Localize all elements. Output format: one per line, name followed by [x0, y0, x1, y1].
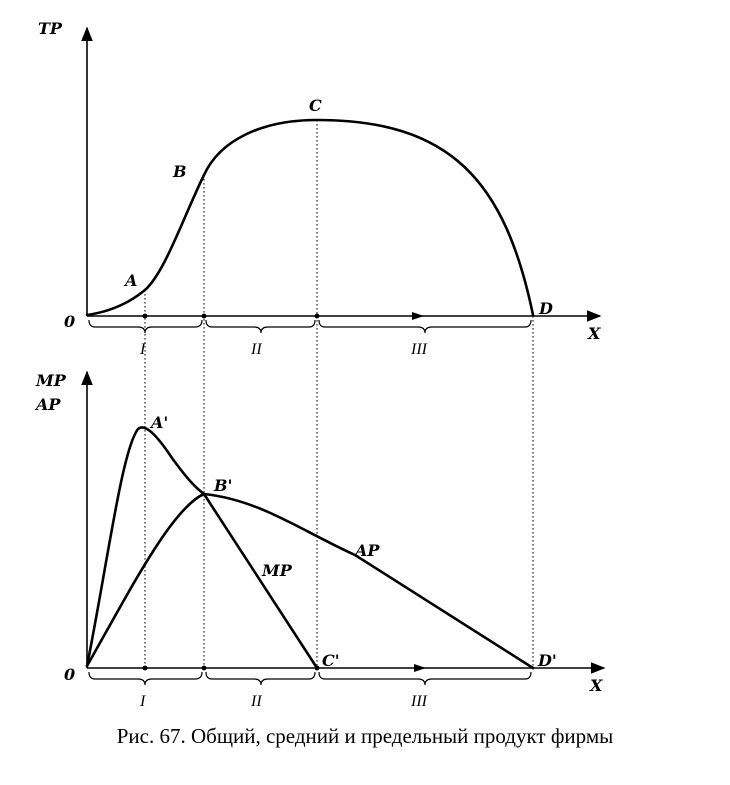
tp-tick-a — [142, 313, 148, 319]
mp-point-c-label: C' — [322, 651, 340, 670]
tp-point-c-label: C — [309, 96, 322, 115]
tp-brace-stage-3 — [318, 319, 532, 334]
tp-stage-label-2: II — [250, 341, 262, 358]
tp-tick-c — [314, 313, 320, 319]
mp-ap-panel: MP AP 0 X I II III A' B' C' D' MP AP — [34, 370, 606, 710]
mp-ap-tick-a — [142, 665, 148, 671]
ap-curve-label: AP — [353, 541, 380, 560]
mp-ap-tick-c — [314, 665, 320, 671]
mp-curve-label: MP — [261, 561, 293, 580]
tp-origin-label: 0 — [64, 312, 75, 331]
tp-point-a-label: A — [123, 271, 137, 290]
mp-ap-stage-label-3: III — [410, 693, 428, 710]
ap-point-d-label: D' — [537, 651, 557, 670]
mp-ap-y-axis-label-mp: MP — [35, 371, 67, 390]
mp-ap-y-axis-label-ap: AP — [34, 395, 61, 414]
ap-point-b-label: B' — [213, 476, 232, 495]
mp-ap-stage-label-1: I — [139, 693, 146, 710]
tp-direction-arrow — [412, 312, 424, 320]
ap-curve — [85, 492, 535, 670]
mp-ap-direction-arrow — [414, 664, 426, 672]
mp-ap-brace-stage-2 — [205, 671, 316, 686]
tp-curve — [85, 118, 535, 317]
tp-y-axis-label: TP — [38, 19, 63, 38]
mp-ap-brace-stage-3 — [318, 671, 532, 686]
mp-ap-tick-b — [201, 665, 207, 671]
mp-ap-x-axis-label: X — [589, 676, 603, 695]
tp-stage-label-1: I — [139, 341, 146, 358]
mp-point-a-label: A' — [149, 413, 168, 432]
tp-stage-label-3: III — [410, 341, 428, 358]
tp-x-axis-label: X — [587, 324, 601, 343]
mp-ap-stage-label-2: II — [250, 693, 262, 710]
tp-brace-stage-2 — [205, 319, 316, 334]
tp-point-b-label: B — [172, 162, 187, 181]
tp-panel: TP 0 X I II III A B C D — [38, 19, 602, 670]
mp-ap-brace-stage-1 — [88, 671, 203, 686]
tp-brace-stage-1 — [88, 319, 203, 334]
figure-caption: Рис. 67. Общий, средний и предельный про… — [116, 724, 614, 748]
tp-tick-b — [201, 313, 207, 319]
mp-ap-origin-label: 0 — [64, 665, 75, 684]
tp-point-d-label: D — [538, 299, 553, 318]
mp-curve — [85, 426, 319, 670]
